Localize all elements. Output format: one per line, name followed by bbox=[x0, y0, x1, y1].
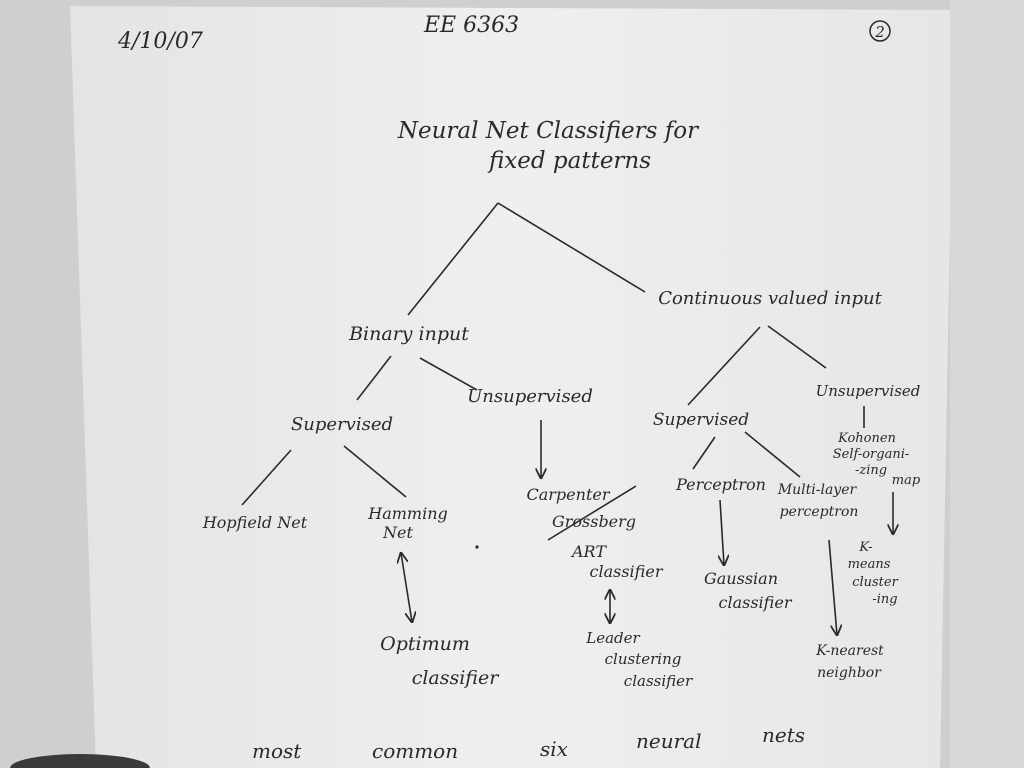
page-number-circle bbox=[869, 20, 891, 42]
node-leader-line-1: Leader bbox=[585, 629, 640, 647]
node-knearest-line-2: neighbor bbox=[817, 665, 882, 681]
scribble-stroke bbox=[547, 485, 637, 541]
footer-word-1: most bbox=[252, 739, 302, 763]
edge-cont-supervised bbox=[687, 326, 761, 406]
node-multilayer-line-2: perceptron bbox=[780, 504, 859, 520]
page-number-text: 2 bbox=[874, 23, 885, 41]
node-carpenter-line-2: Grossberg bbox=[552, 512, 636, 531]
node-optimum-line-2: classifier bbox=[412, 667, 501, 689]
node-hopfield-net: Hopfield Net bbox=[202, 513, 308, 532]
edge-sup-hamming bbox=[343, 445, 407, 498]
paper-sheet bbox=[70, 6, 954, 768]
node-kmeans-line-2: means bbox=[848, 557, 891, 572]
node-kohonen-line-1: Kohonen bbox=[837, 431, 896, 446]
node-carpenter-line-1: Carpenter bbox=[527, 485, 611, 504]
node-cont-supervised: Supervised bbox=[653, 410, 749, 430]
footer-word-2: common bbox=[372, 739, 458, 763]
node-kmeans-line-4: -ing bbox=[872, 592, 897, 607]
edge-root-continuous bbox=[497, 202, 646, 293]
node-binary-input: Binary input bbox=[348, 323, 469, 345]
right-wall-strip bbox=[950, 0, 1024, 768]
node-art-line-1: ART bbox=[570, 542, 607, 561]
node-multilayer-line-1: Multi-layer bbox=[777, 482, 858, 498]
node-binary-unsupervised: Unsupervised bbox=[467, 386, 593, 407]
node-optimum-line-1: Optimum bbox=[380, 633, 470, 655]
node-kohonen-line-4: map bbox=[892, 473, 921, 488]
node-leader-line-3: classifier bbox=[624, 672, 693, 690]
node-hamming-line-1: Hamming bbox=[367, 504, 448, 523]
node-art-line-2: classifier bbox=[590, 562, 664, 581]
node-kmeans-line-3: cluster bbox=[852, 575, 898, 590]
node-knearest-line-1: K-nearest bbox=[815, 643, 884, 659]
title-line-1: Neural Net Classifiers for bbox=[397, 118, 700, 144]
edge-binary-supervised bbox=[356, 355, 392, 401]
edge-cont-unsupervised bbox=[767, 325, 827, 369]
edge-perceptron-gaussian bbox=[720, 499, 724, 565]
edge-cont-sup-perceptron bbox=[692, 436, 716, 470]
node-kohonen-line-2: Self-organi- bbox=[833, 447, 910, 462]
node-kmeans-line-1: K- bbox=[858, 540, 872, 555]
node-continuous-input: Continuous valued input bbox=[658, 288, 882, 309]
tree-edges bbox=[241, 202, 893, 635]
node-gaussian-line-2: classifier bbox=[719, 593, 793, 612]
footer-word-4: neural bbox=[636, 729, 701, 753]
edge-root-binary bbox=[407, 202, 499, 316]
footer-word-5: nets bbox=[762, 723, 805, 747]
footer-word-3: six bbox=[540, 737, 568, 761]
date-text: 4/10/07 bbox=[117, 29, 203, 54]
course-text: EE 6363 bbox=[423, 13, 519, 38]
edge-hamming-optimum bbox=[401, 553, 412, 622]
corner-shadow bbox=[10, 754, 150, 768]
node-binary-supervised: Supervised bbox=[291, 414, 393, 435]
node-cont-unsupervised: Unsupervised bbox=[816, 382, 921, 400]
node-gaussian-line-1: Gaussian bbox=[704, 569, 778, 588]
node-leader-line-2: clustering bbox=[605, 650, 682, 668]
edge-multilayer-knearest bbox=[828, 539, 837, 635]
stray-dot bbox=[475, 545, 479, 549]
edge-binary-unsupervised bbox=[419, 357, 478, 391]
edge-cont-sup-multilayer bbox=[744, 431, 801, 478]
edge-sup-hopfield bbox=[241, 449, 292, 506]
node-hamming-line-2: Net bbox=[382, 523, 413, 542]
node-kohonen-line-3: -zing bbox=[855, 463, 887, 478]
title-line-2: fixed patterns bbox=[487, 148, 651, 174]
node-perceptron: Perceptron bbox=[675, 475, 766, 494]
